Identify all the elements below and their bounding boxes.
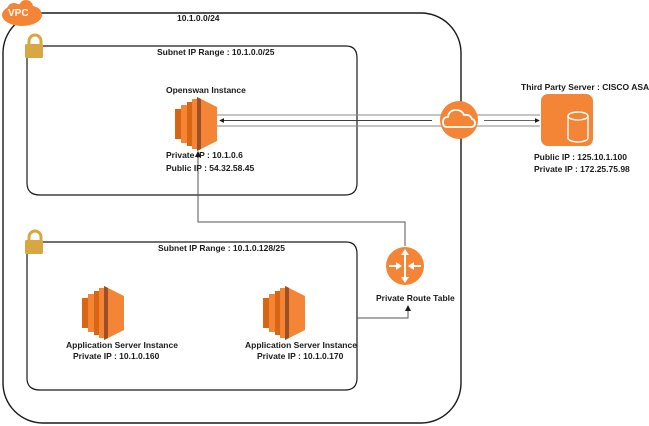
third-party-public-ip: Public IP : 125.10.1.100 <box>534 152 627 162</box>
app-server-1-ec2-instance-icon <box>82 286 124 340</box>
app-server-1-title: Application Server Instance <box>66 340 178 350</box>
openswan-public-ip: Public IP : 54.32.58.45 <box>166 163 255 173</box>
third-party-title: Third Party Server : CISCO ASA <box>521 82 649 92</box>
openswan-private-ip: Private IP : 10.1.0.6 <box>166 150 243 160</box>
third-party-server-icon <box>541 94 593 146</box>
third-party-private-ip: Private IP : 172.25.75.98 <box>534 164 630 174</box>
subnet-1-range-label: Subnet IP Range : 10.1.0.0/25 <box>157 47 275 57</box>
network-diagram <box>2 0 593 424</box>
app-server-2-private-ip: Private IP : 10.1.0.170 <box>257 351 344 361</box>
vpc-badge-label: VPC <box>8 8 29 19</box>
vpc-cloud-icon <box>2 0 42 26</box>
subnet-2-range-label: Subnet IP Range : 10.1.0.128/25 <box>158 243 285 253</box>
subnet-1-lock-icon <box>25 33 43 58</box>
subnet-1-boundary <box>26 45 358 196</box>
vpn-gateway-icon <box>440 101 478 139</box>
app-server-1-private-ip: Private IP : 10.1.0.160 <box>73 351 160 361</box>
vpc-boundary <box>2 12 462 424</box>
route-table-title: Private Route Table <box>376 293 455 303</box>
vpn-tunnel <box>216 114 540 127</box>
app-server-2-ec2-instance-icon <box>263 286 305 340</box>
route-table-icon <box>386 247 424 285</box>
openswan-title: Openswan Instance <box>166 85 246 95</box>
openswan-ec2-instance-icon <box>175 97 217 151</box>
subnet-2-boundary <box>26 241 358 391</box>
vpc-cidr-label: 10.1.0.0/24 <box>177 13 220 23</box>
appserver-to-route-connector <box>357 305 411 319</box>
subnet-2-lock-icon <box>25 229 43 254</box>
route-to-openswan-connector <box>195 151 406 246</box>
app-server-2-title: Application Server Instance <box>245 340 357 350</box>
